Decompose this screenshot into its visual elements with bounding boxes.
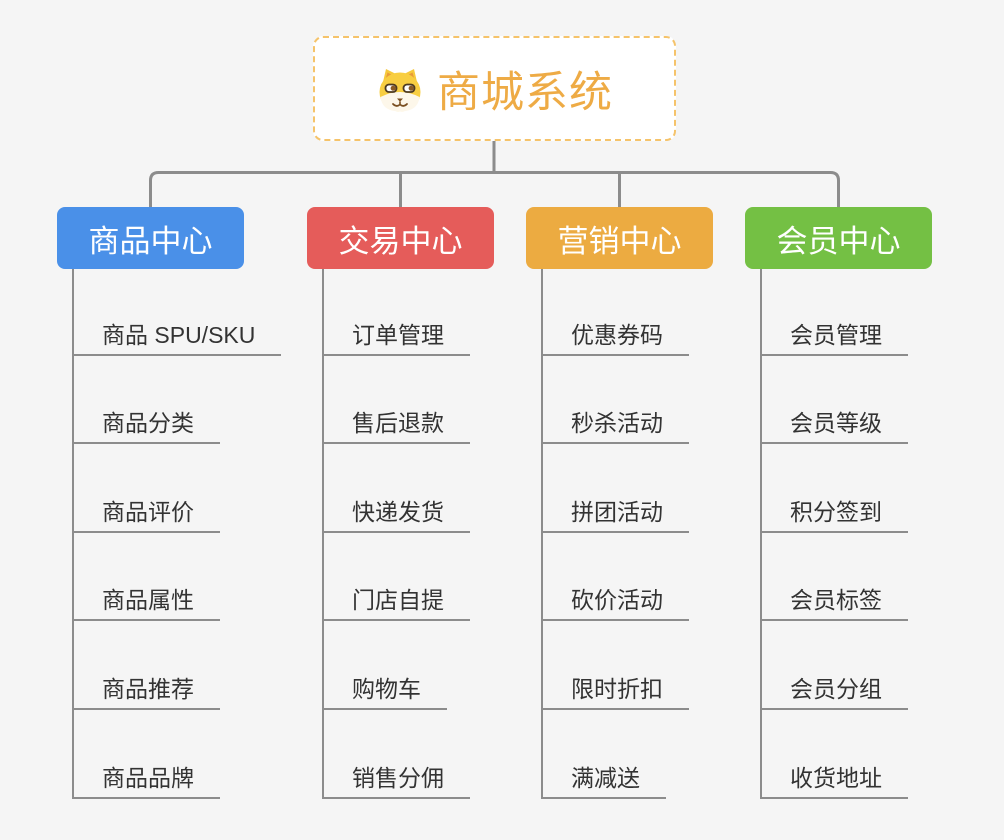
branch-node-trade-center[interactable]: 交易中心 bbox=[307, 207, 494, 269]
mindmap-root-node[interactable]: 商城系统 bbox=[313, 36, 676, 141]
subtopic-item[interactable]: 商品分类 bbox=[72, 406, 220, 444]
shiba-dog-icon bbox=[379, 68, 421, 111]
subtopic-item[interactable]: 商品评价 bbox=[72, 495, 220, 533]
subtopic-item[interactable]: 购物车 bbox=[322, 672, 447, 710]
subtopic-item[interactable]: 收货地址 bbox=[760, 761, 908, 799]
subtopic-item[interactable]: 销售分佣 bbox=[322, 761, 470, 799]
subtopic-item[interactable]: 商品 SPU/SKU bbox=[72, 318, 282, 356]
subtopic-item[interactable]: 商品属性 bbox=[72, 583, 220, 621]
branch-node-marketing-center[interactable]: 营销中心 bbox=[526, 207, 713, 269]
branch-spine bbox=[541, 269, 543, 799]
subtopic-item[interactable]: 门店自提 bbox=[322, 583, 470, 621]
branch-spine bbox=[322, 269, 324, 799]
branch-label: 交易中心 bbox=[338, 223, 463, 259]
subtopic-item[interactable]: 售后退款 bbox=[322, 406, 470, 444]
branch-label: 营销中心 bbox=[557, 223, 682, 259]
subtopic-item[interactable]: 会员标签 bbox=[760, 583, 908, 621]
branch-column-member-center: 会员管理 会员等级 积分签到 会员标签 会员分组 收货地址 bbox=[760, 269, 1000, 799]
subtopic-item[interactable]: 砍价活动 bbox=[541, 583, 689, 621]
subtopic-item[interactable]: 商品推荐 bbox=[72, 672, 220, 710]
subtopic-item[interactable]: 会员分组 bbox=[760, 672, 908, 710]
branch-column-product-center: 商品 SPU/SKU 商品分类 商品评价 商品属性 商品推荐 商品品牌 bbox=[72, 269, 312, 799]
branch-node-member-center[interactable]: 会员中心 bbox=[745, 207, 932, 269]
subtopic-item[interactable]: 订单管理 bbox=[322, 318, 470, 356]
subtopic-item[interactable]: 积分签到 bbox=[760, 495, 908, 533]
branch-column-marketing-center: 优惠券码 秒杀活动 拼团活动 砍价活动 限时折扣 满减送 bbox=[541, 269, 781, 799]
subtopic-item[interactable]: 满减送 bbox=[541, 761, 666, 799]
branch-label: 商品中心 bbox=[88, 223, 213, 259]
subtopic-item[interactable]: 商品品牌 bbox=[72, 761, 220, 799]
subtopic-item[interactable]: 限时折扣 bbox=[541, 672, 689, 710]
branch-node-product-center[interactable]: 商品中心 bbox=[57, 207, 244, 269]
subtopic-item[interactable]: 会员管理 bbox=[760, 318, 908, 356]
subtopic-item[interactable]: 拼团活动 bbox=[541, 495, 689, 533]
subtopic-item[interactable]: 秒杀活动 bbox=[541, 406, 689, 444]
branch-spine bbox=[760, 269, 762, 799]
subtopic-item[interactable]: 快递发货 bbox=[322, 495, 470, 533]
branch-label: 会员中心 bbox=[776, 223, 901, 259]
subtopic-item[interactable]: 会员等级 bbox=[760, 406, 908, 444]
root-title: 商城系统 bbox=[437, 68, 613, 117]
branch-spine bbox=[72, 269, 74, 799]
branch-column-trade-center: 订单管理 售后退款 快递发货 门店自提 购物车 销售分佣 bbox=[322, 269, 562, 799]
subtopic-item[interactable]: 优惠券码 bbox=[541, 318, 689, 356]
